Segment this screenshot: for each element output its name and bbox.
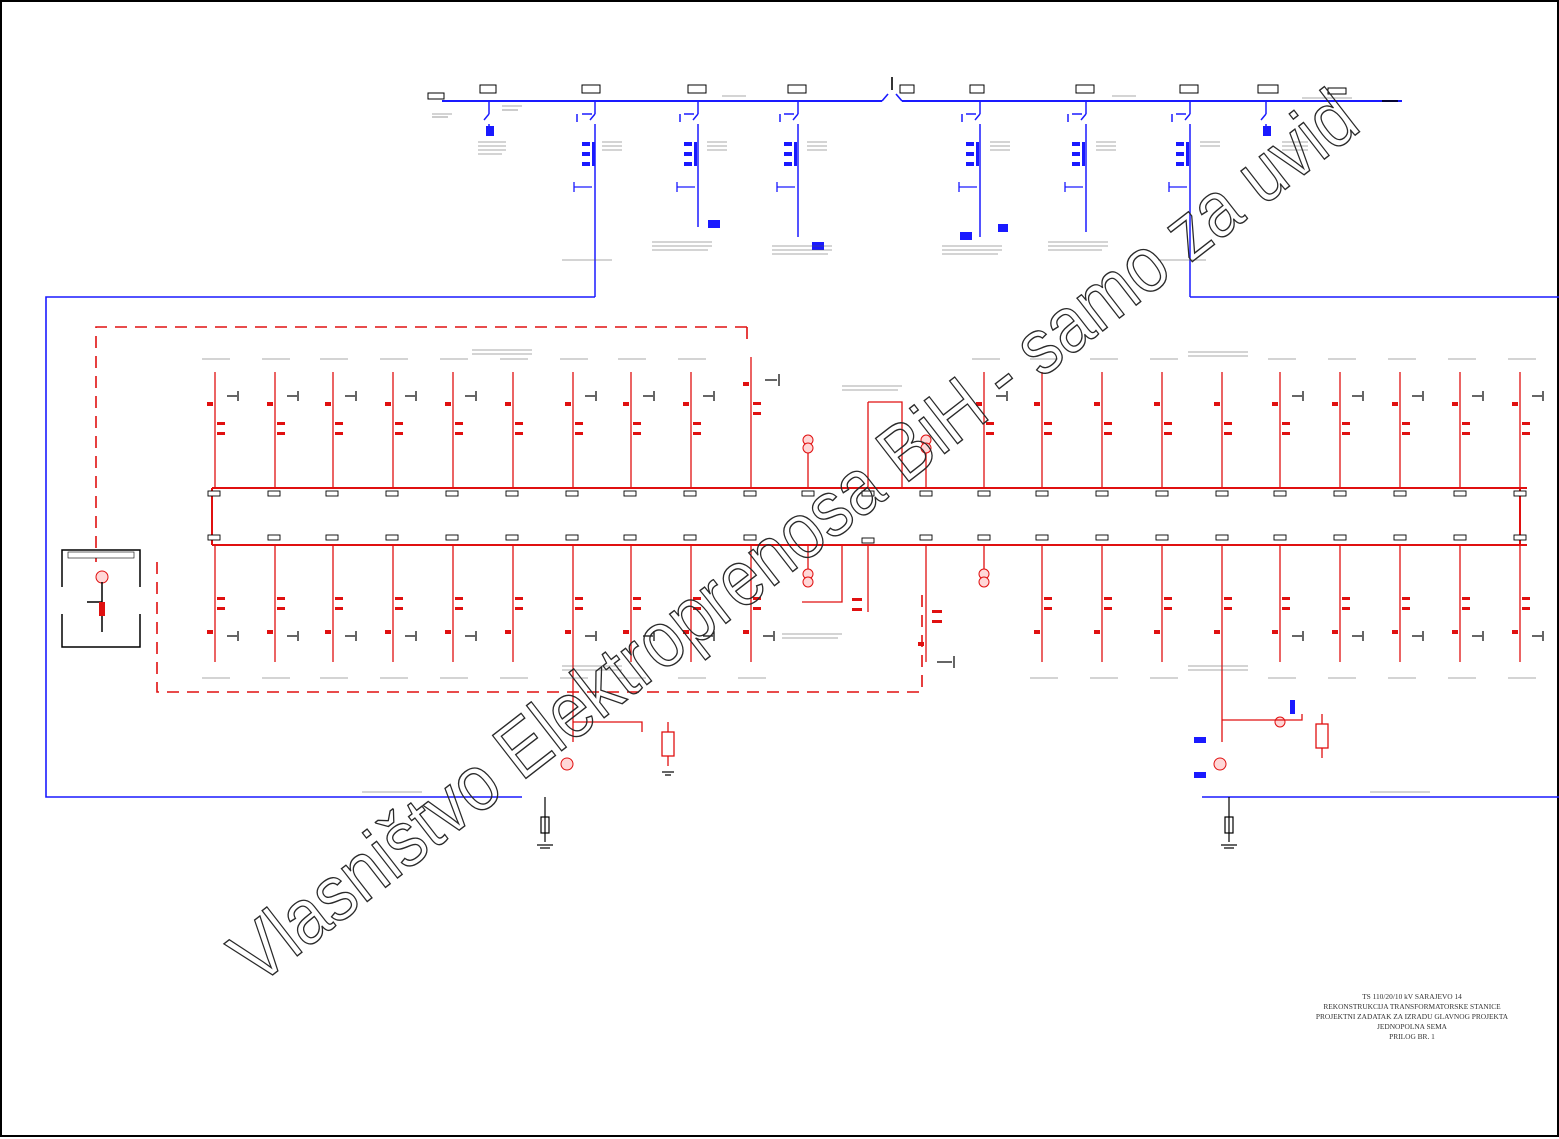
mv-ct-u16 bbox=[1094, 402, 1112, 435]
hv-feeder-t1 bbox=[576, 101, 596, 297]
petersen-coils bbox=[573, 714, 1329, 766]
mv-ct-u20 bbox=[1332, 402, 1350, 435]
mv-ct-u19 bbox=[1272, 402, 1290, 435]
mv-lower-switchgear bbox=[207, 597, 1530, 646]
hv-feeder-2 bbox=[679, 101, 699, 227]
mv-earth-arrows bbox=[227, 374, 1544, 668]
mv-ct-u4 bbox=[385, 402, 403, 435]
hv-vt-symbol-right bbox=[1263, 126, 1271, 136]
hv-bay-labels bbox=[479, 84, 1279, 94]
mv-ct-u18 bbox=[1214, 402, 1232, 435]
mv-cubicle-tags bbox=[207, 490, 1527, 544]
mv-ct-u15 bbox=[1034, 402, 1052, 435]
mv-ct-u23 bbox=[1512, 402, 1530, 435]
hv-bus-coupler bbox=[881, 77, 903, 102]
hv-cable-end-5 bbox=[998, 224, 1008, 232]
hv-110kv-section bbox=[427, 77, 1402, 102]
hv-ct-clusters bbox=[486, 126, 1271, 250]
mv-ct-u1 bbox=[207, 402, 225, 435]
aux-supply-title bbox=[67, 551, 135, 559]
mv-ct-u6 bbox=[505, 402, 523, 435]
hv-feeder-5 bbox=[1067, 101, 1087, 232]
title-block: TS 110/20/10 kV SARAJEVO 14 REKONSTRUKCI… bbox=[1262, 992, 1559, 1042]
mv-ct-u5 bbox=[445, 402, 463, 435]
hv-ct-3 bbox=[784, 142, 797, 166]
hv-ct-t2 bbox=[1176, 142, 1189, 166]
t2-lead bbox=[1190, 296, 1559, 798]
title-line-1: TS 110/20/10 kV SARAJEVO 14 bbox=[1362, 992, 1462, 1001]
aux-dashed-enclosure bbox=[95, 326, 923, 693]
hv-ct-4 bbox=[966, 142, 979, 166]
hv-annotation-marks bbox=[432, 95, 1352, 261]
hv-feeder-4 bbox=[961, 101, 981, 237]
hv-feeder-t2 bbox=[1171, 101, 1191, 297]
mv-ct-u3 bbox=[325, 402, 343, 435]
hv-terminal-left bbox=[427, 92, 445, 100]
hv-earth-switches bbox=[573, 182, 1187, 192]
title-line-3: PROJEKTNI ZADATAK ZA IZRADU GLAVNOG PROJ… bbox=[1315, 1012, 1509, 1021]
hv-cable-end-4 bbox=[960, 232, 972, 240]
mv-ct-u8 bbox=[623, 402, 641, 435]
mv-ct-u2 bbox=[267, 402, 285, 435]
mv-ct-u21 bbox=[1392, 402, 1410, 435]
mv-ct-u7 bbox=[565, 402, 583, 435]
mv-lower-feeders bbox=[214, 544, 1521, 742]
mv-upper-feeders bbox=[214, 357, 1521, 488]
aux-supply-box bbox=[61, 549, 141, 648]
mv-busbars bbox=[211, 487, 1527, 546]
hv-ct-2 bbox=[684, 142, 697, 166]
title-line-5: PRILOG BR. 1 bbox=[1389, 1032, 1435, 1041]
hv-ct-5 bbox=[1072, 142, 1085, 166]
t1-lead bbox=[45, 296, 595, 798]
mv-annotation-marks bbox=[202, 349, 1536, 793]
hv-transformer-leads bbox=[45, 296, 1559, 798]
t2-aux-blue bbox=[1194, 700, 1295, 778]
hv-terminal-right bbox=[1327, 87, 1347, 95]
mv-ct-u17 bbox=[1154, 402, 1172, 435]
hv-feeder-3 bbox=[779, 101, 799, 237]
hv-vt-symbol-left bbox=[486, 126, 494, 136]
mv-ct-u22 bbox=[1452, 402, 1470, 435]
mv-upper-switchgear bbox=[207, 382, 1530, 435]
mv-ct-u9 bbox=[683, 402, 701, 435]
title-line-2: REKONSTRUKCIJA TRANSFORMATORSKE STANICE bbox=[1323, 1002, 1501, 1011]
hv-ct-t1 bbox=[582, 142, 595, 166]
hv-cable-end-2 bbox=[708, 220, 720, 228]
neutral-grounding bbox=[537, 771, 1237, 849]
mv-ct-u10 bbox=[743, 382, 761, 415]
hv-feeders bbox=[483, 101, 1267, 297]
aux-transformers bbox=[95, 434, 1286, 771]
mv-ct-u14 bbox=[976, 402, 994, 435]
title-line-4: JEDNOPOLNA SEMA bbox=[1376, 1022, 1447, 1031]
